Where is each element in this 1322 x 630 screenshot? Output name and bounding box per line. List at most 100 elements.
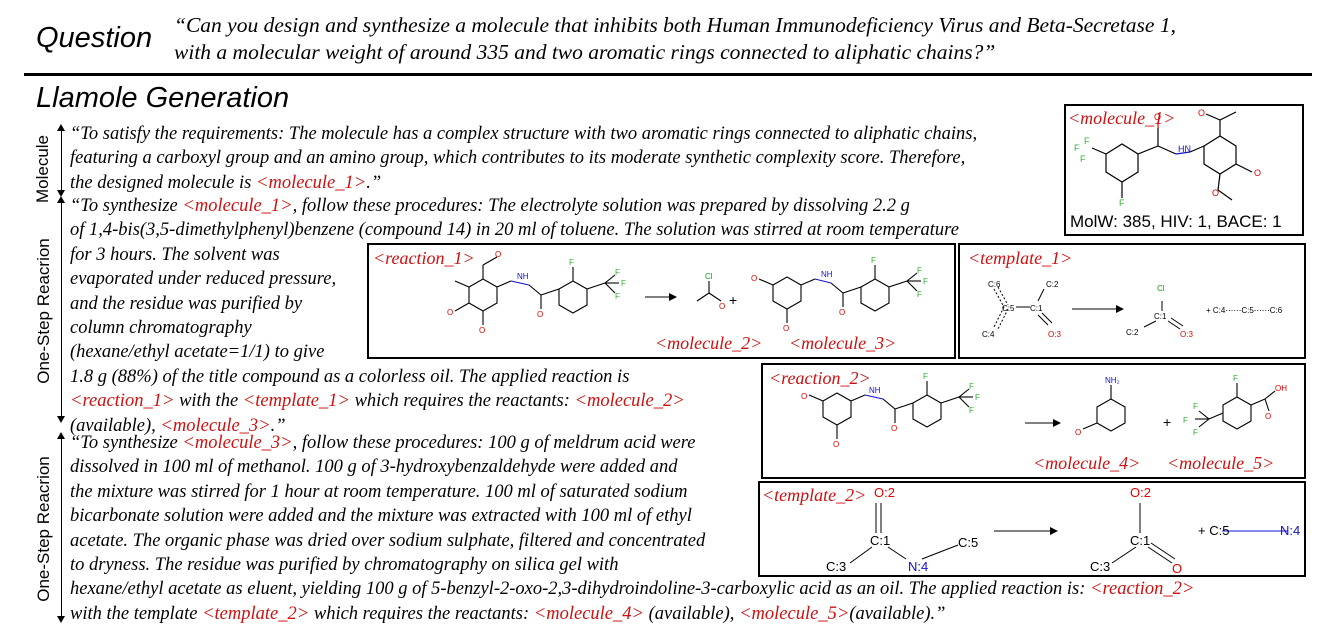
svg-text:O:3: O:3 [1048,330,1061,339]
svg-text:F: F [975,393,980,402]
reaction-1-structure: NH NH O O O O F F F F Cl O + O O O F F F… [447,250,928,333]
svg-text:NH₂: NH₂ [1105,376,1120,385]
divider [24,73,1312,76]
svg-text:N:4: N:4 [908,559,928,574]
svg-text:C:6: C:6 [988,280,1001,289]
svg-text:F: F [917,290,922,299]
svg-text:O: O [783,324,789,333]
svg-text:O: O [891,424,897,433]
svg-text:Cl: Cl [705,272,713,281]
svg-text:O: O [719,302,725,311]
svg-text:+ C:4⋯⋯C:5⋯⋯C:6: + C:4⋯⋯C:5⋯⋯C:6 [1206,306,1283,315]
svg-text:C:1: C:1 [1030,304,1043,313]
molecule-1-box: <molecule_1> F F F F HN O O O O MolW: [1064,104,1304,236]
svg-text:C:1: C:1 [870,533,890,548]
molecule-1-properties: MolW: 385, HIV: 1, BACE: 1 [1070,212,1282,231]
template-2-box: <template_2> O:2 C:1 C:3 N:4 C:5 O:2 C:1… [758,481,1306,577]
svg-text:F: F [1119,198,1125,208]
svg-text:F: F [1193,428,1198,437]
svg-text:C:1: C:1 [1154,312,1167,321]
template-2-tag: <template_2> [762,485,867,505]
svg-text:O: O [801,392,807,401]
svg-text:+: + [729,292,737,308]
svg-text:N:4: N:4 [1280,523,1300,538]
svg-text:O: O [1172,561,1182,575]
svg-text:F: F [1193,402,1198,411]
svg-text:F: F [969,406,974,415]
svg-text:C:2: C:2 [1046,280,1059,289]
svg-text:O:3: O:3 [1180,330,1193,339]
svg-text:C:5: C:5 [958,535,978,550]
svg-text:O: O [479,326,485,333]
svg-text:F: F [1080,154,1086,164]
svg-text:C:5: C:5 [1002,304,1015,313]
svg-text:F: F [615,292,620,301]
molecule-1-structure: F F F F HN O O O O [1074,108,1261,208]
tag-molecule-1: <molecule_1> [255,172,367,193]
svg-text:F: F [1183,416,1188,425]
reaction-2-molecule-4: <molecule_4> [1033,453,1141,473]
molecule-1-tag: <molecule_1> [1068,108,1176,128]
tag-molecule-1: <molecule_1> [182,196,293,216]
svg-text:O:2: O:2 [874,485,895,500]
tag-template-1: <template_1> [242,391,350,412]
svg-text:+ C:5: + C:5 [1198,523,1229,538]
svg-text:O:2: O:2 [1130,485,1151,500]
tag-molecule-3: <molecule_3> [160,415,271,436]
question-line-2: with a molecular weight of around 335 an… [174,40,996,64]
tag-molecule-4: <molecule_4> [533,603,645,624]
svg-text:NH: NH [869,386,881,395]
reaction-1-molecule-3: <molecule_3> [789,333,897,353]
paragraph-molecule: “To satisfy the requirements: The molecu… [70,124,978,193]
svg-text:O: O [751,274,757,283]
reaction-1-box: <reaction_1> [367,243,956,359]
tag-reaction-2: <reaction_2> [1089,579,1195,600]
template-2-structure: O:2 C:1 C:3 N:4 C:5 O:2 C:1 C:3 O + C:5 … [826,485,1300,575]
reaction-2-tag: <reaction_2> [769,368,871,388]
svg-text:O: O [1154,112,1161,122]
svg-text:C:3: C:3 [1090,559,1110,574]
reaction-1-tag: <reaction_1> [373,248,475,268]
paragraph-reaction-1: “To synthesize <molecule_1>, follow thes… [70,196,959,436]
range-line [60,202,62,418]
svg-text:C:2: C:2 [1126,328,1139,337]
svg-text:F: F [615,268,620,277]
svg-text:O: O [1212,188,1219,198]
svg-text:C:3: C:3 [826,559,846,574]
side-label-reaction-2: One-Step Reacrion [34,456,53,602]
tag-template-2: <template_2> [202,603,310,624]
range-line [60,438,62,618]
range-line [60,130,62,192]
arrow-down-icon [57,616,65,623]
svg-text:O: O [833,440,839,449]
reaction-2-structure: NH O O O F F F F O NH₂ + F F F F OH O [801,372,1287,449]
arrow-down-icon [57,190,65,197]
tag-molecule-3: <molecule_3> [182,433,293,453]
question-line-1: “Can you design and synthesize a molecul… [174,13,1176,37]
svg-text:F: F [621,279,626,288]
question-text: “Can you design and synthesize a molecul… [174,12,1176,66]
svg-text:HN: HN [1178,144,1191,154]
svg-text:F: F [923,277,928,286]
svg-text:NH: NH [821,270,833,279]
svg-text:F: F [923,372,928,381]
svg-text:F: F [917,266,922,275]
svg-text:Cl: Cl [1157,284,1165,293]
svg-text:OH: OH [1275,384,1287,393]
tag-molecule-5: <molecule_5> [739,603,850,624]
arrow-up-icon [57,432,65,439]
svg-text:O: O [537,310,543,319]
svg-text:O: O [447,308,453,317]
svg-text:C:4: C:4 [982,330,995,339]
svg-text:F: F [569,258,574,267]
svg-text:O: O [1265,412,1271,421]
svg-text:O: O [839,308,845,317]
tag-molecule-2: <molecule_2> [574,391,685,412]
reaction-2-molecule-5: <molecule_5> [1167,453,1275,473]
svg-text:+: + [1163,414,1171,430]
reaction-2-box: <reaction_2> [761,363,1306,479]
template-1-structure: C:6 C:2 C:5 C:1 C:4 O:3 Cl C:1 C:2 O:3 +… [982,280,1283,339]
svg-text:O: O [1198,108,1205,118]
svg-text:NH: NH [517,272,529,281]
arrow-up-icon [57,124,65,131]
